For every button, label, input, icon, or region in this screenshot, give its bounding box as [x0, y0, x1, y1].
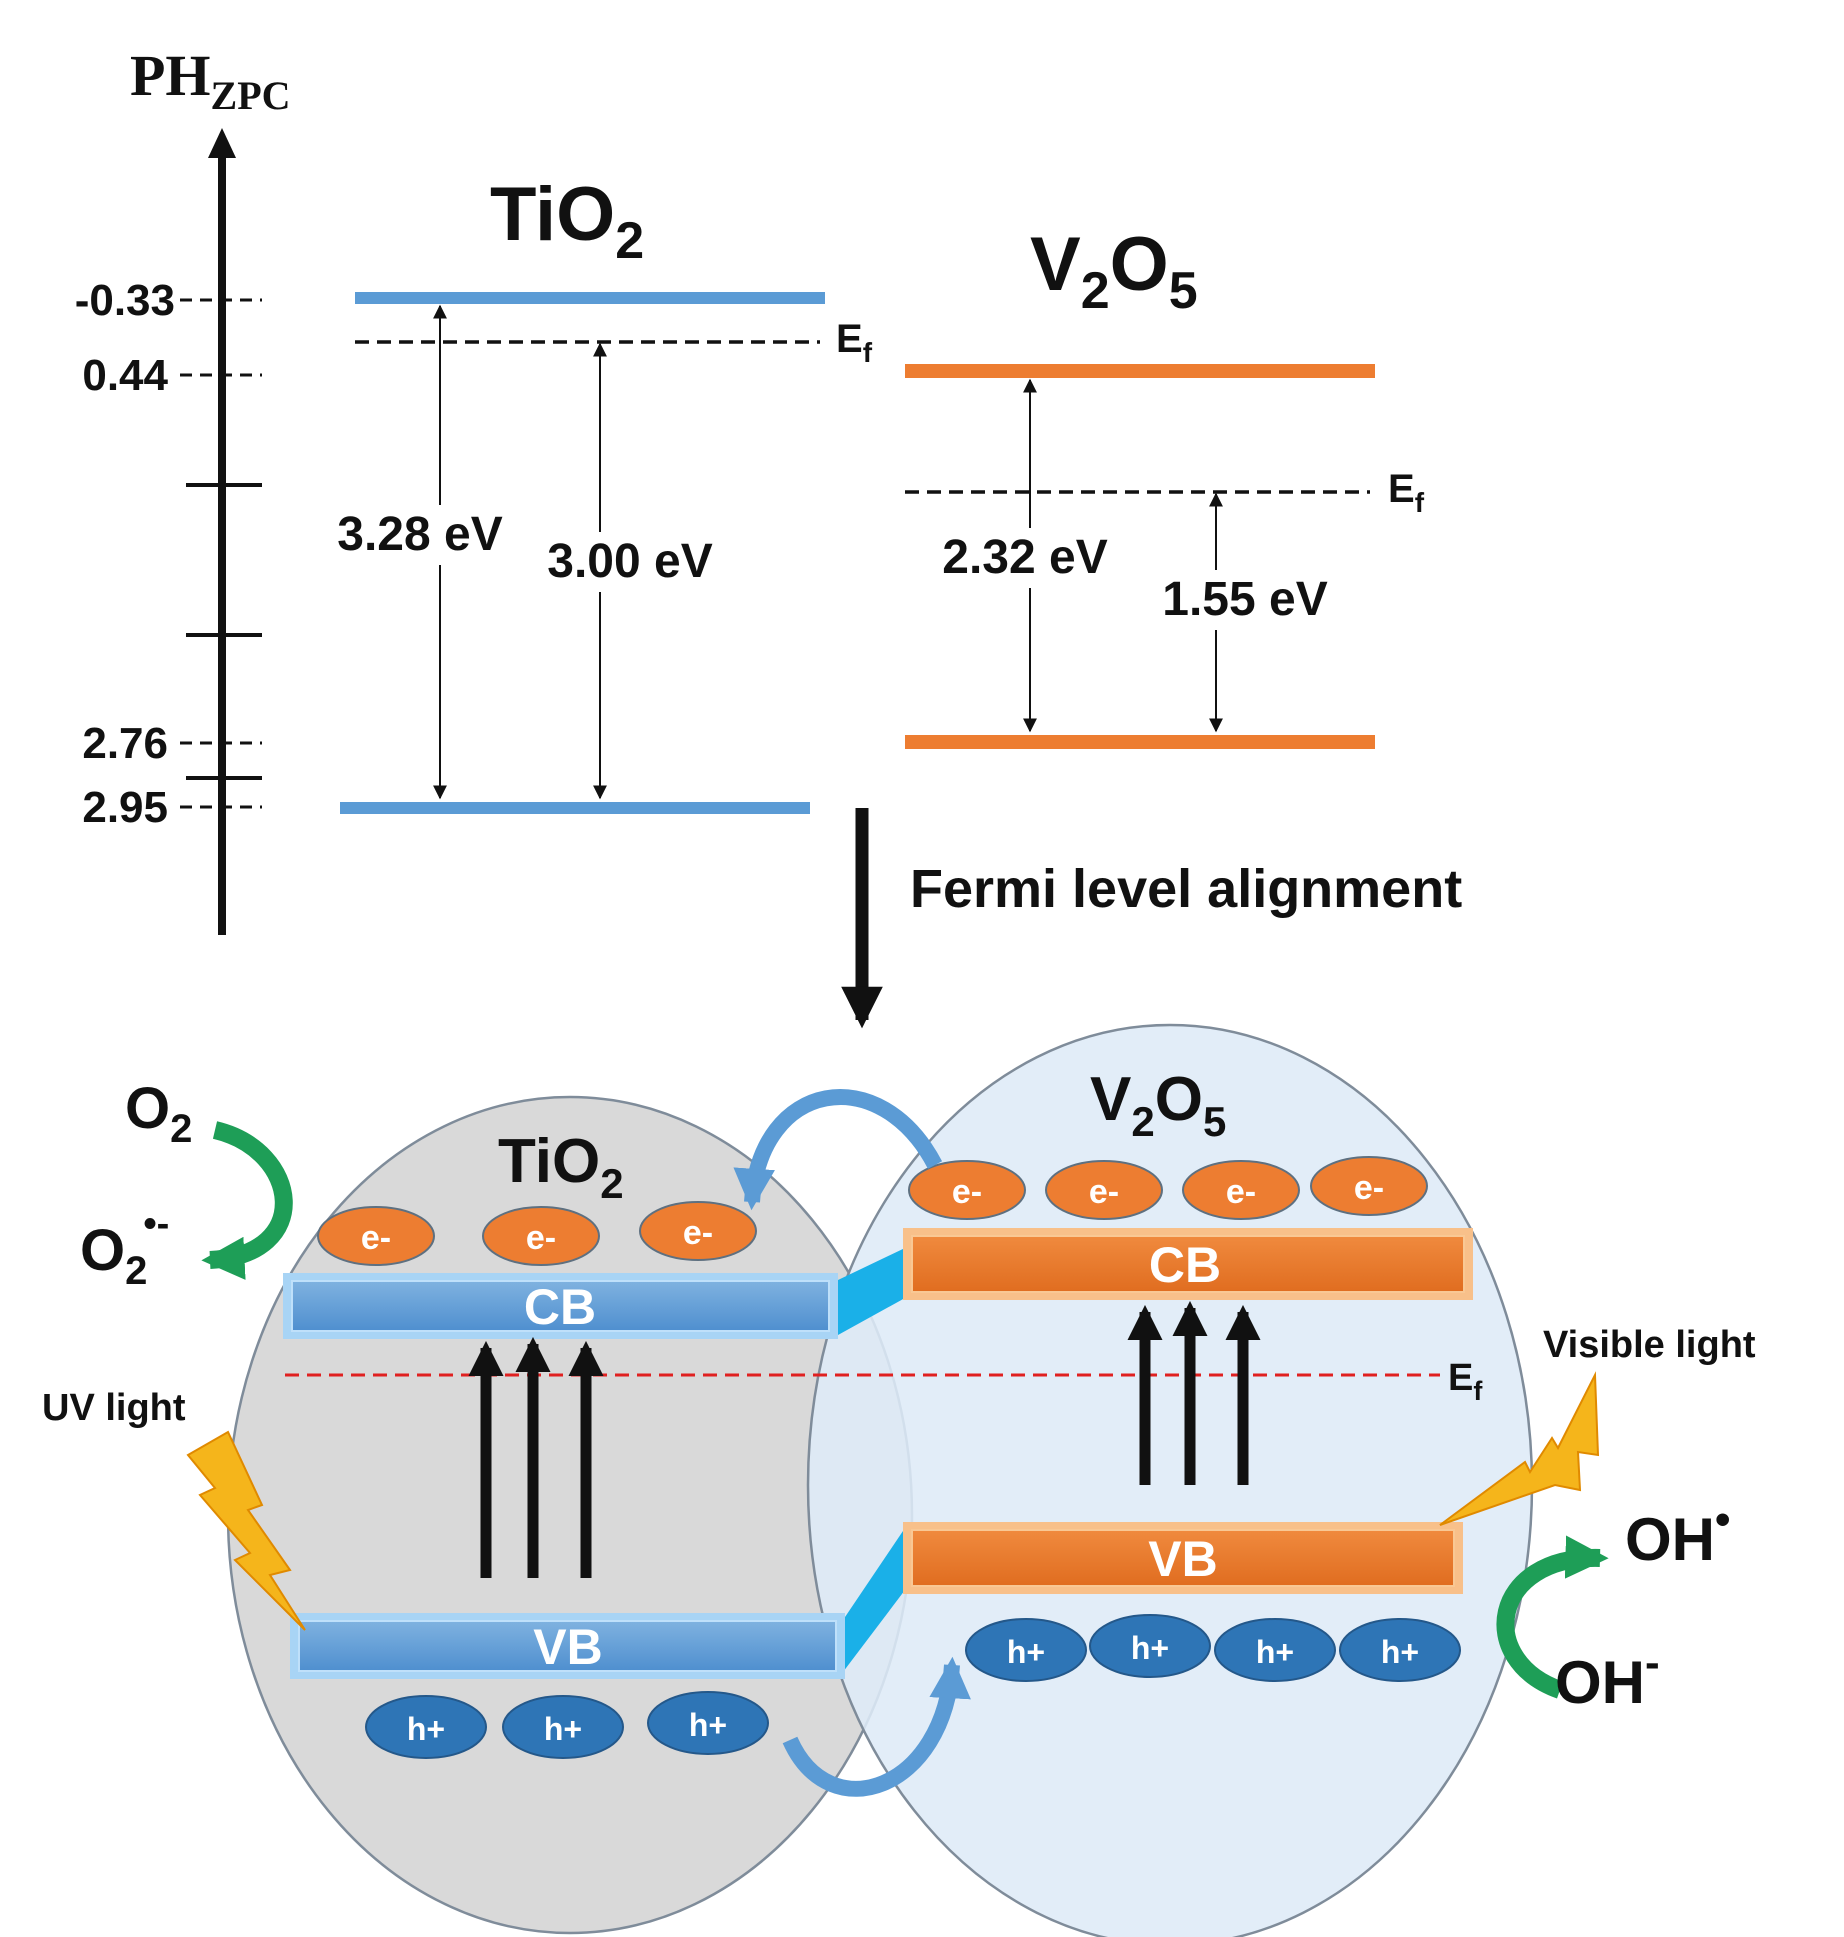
electron: e- [317, 1206, 435, 1266]
svg-text:e-: e- [526, 1219, 556, 1257]
tio2-gap1-label: 3.28 eV [337, 508, 502, 561]
vb-junction-connector [843, 1528, 905, 1672]
svg-text:e-: e- [1354, 1169, 1384, 1207]
electron-transfer-arrow [733, 1089, 943, 1211]
v2o5-gap2-label: 1.55 eV [1162, 573, 1327, 626]
svg-text:h+: h+ [1007, 1634, 1045, 1670]
svg-text:e-: e- [952, 1173, 982, 1211]
v2o5-top-title: V2O5 [1030, 222, 1198, 320]
svg-text:h+: h+ [544, 1711, 582, 1747]
tio2-cb-label: CB [524, 1279, 596, 1335]
v2o5-excitation-arrows [1127, 1300, 1261, 1485]
tio2-cb-band: CB [283, 1273, 838, 1339]
o2-reduction-arrow [201, 1121, 293, 1280]
bottom-ef-label: Ef [1448, 1357, 1483, 1406]
hole: h+ [1089, 1614, 1211, 1678]
hole: h+ [1339, 1618, 1461, 1682]
v2o5-electrons: e- e- e- e- [908, 1156, 1428, 1220]
svg-text:h+: h+ [1256, 1634, 1294, 1670]
fermi-alignment: Fermi level alignment [841, 808, 1462, 1029]
v2o5-cb-band: CB [903, 1228, 1473, 1300]
uv-light-label: UV light [42, 1387, 186, 1429]
o2-label: O2 [125, 1076, 192, 1151]
v2o5-particle [806, 1023, 1534, 1937]
tick-label-neg033: -0.33 [75, 276, 175, 325]
tick-label-295: 2.95 [82, 783, 168, 832]
electron: e- [1045, 1160, 1163, 1220]
electron: e- [482, 1206, 600, 1266]
tio2-cb-level [355, 292, 825, 304]
cb-junction-connector [838, 1248, 905, 1335]
oh-radical-label: OH• [1625, 1495, 1730, 1573]
tio2-vb-band: VB [290, 1613, 845, 1679]
electron: e- [639, 1201, 757, 1261]
v2o5-holes: h+ h+ h+ h+ [965, 1614, 1461, 1682]
tio2-electrons: e- e- e- [317, 1201, 757, 1266]
tick-label-276: 2.76 [82, 719, 168, 768]
tio2-excitation-arrows [468, 1336, 604, 1578]
svg-text:e-: e- [683, 1214, 713, 1252]
hole: h+ [647, 1691, 769, 1755]
tio2-gap2-label: 3.00 eV [547, 535, 712, 588]
tio2-particle-title: TiO2 [498, 1127, 624, 1207]
v2o5-gap1-label: 2.32 eV [942, 531, 1107, 584]
v2o5-ef-label: Ef [1388, 467, 1425, 518]
svg-text:e-: e- [1089, 1173, 1119, 1211]
v2o5-top-levels: V2O5 Ef 2.32 eV 1.55 eV [905, 222, 1425, 749]
v2o5-particle-title: V2O5 [1090, 1065, 1226, 1145]
hole: h+ [365, 1695, 487, 1759]
tio2-vb-label: VB [533, 1619, 602, 1675]
oh-oxidation-arrow [1496, 1535, 1609, 1699]
svg-text:h+: h+ [407, 1711, 445, 1747]
electron: e- [1182, 1160, 1300, 1220]
oh-ion-label: OH- [1555, 1638, 1660, 1716]
hole: h+ [502, 1695, 624, 1759]
tio2-top-title: TiO2 [490, 172, 644, 270]
svg-text:e-: e- [361, 1219, 391, 1257]
svg-text:h+: h+ [689, 1707, 727, 1743]
alignment-label: Fermi level alignment [910, 859, 1462, 919]
svg-text:h+: h+ [1381, 1634, 1419, 1670]
svg-text:h+: h+ [1131, 1630, 1169, 1666]
tio2-top-levels: TiO2 Ef 3.28 eV 3.00 eV [318, 172, 873, 814]
visible-light-label: Visible light [1543, 1324, 1756, 1366]
v2o5-vb-label: VB [1148, 1531, 1217, 1587]
v2o5-cb-level [905, 364, 1375, 378]
tick-label-044: 0.44 [82, 351, 168, 400]
hole: h+ [965, 1618, 1087, 1682]
hole-transfer-arrow [782, 1656, 971, 1797]
o2-radical-label: O2•- [80, 1203, 169, 1293]
visible-lightning-icon [1439, 1371, 1600, 1526]
hole: h+ [1214, 1618, 1336, 1682]
ph-axis: PHZPC -0.33 0.44 2.76 2.95 [75, 43, 291, 935]
electron: e- [1310, 1156, 1428, 1216]
v2o5-vb-level [905, 735, 1375, 749]
electron: e- [908, 1160, 1026, 1220]
tio2-vb-level [340, 802, 810, 814]
svg-text:e-: e- [1226, 1173, 1256, 1211]
v2o5-cb-label: CB [1149, 1237, 1221, 1293]
v2o5-vb-band: VB [903, 1522, 1463, 1594]
tio2-holes: h+ h+ h+ [365, 1691, 769, 1759]
tio2-ef-label: Ef [836, 317, 873, 368]
uv-lightning-icon [186, 1430, 306, 1631]
axis-title: PHZPC [130, 43, 291, 118]
